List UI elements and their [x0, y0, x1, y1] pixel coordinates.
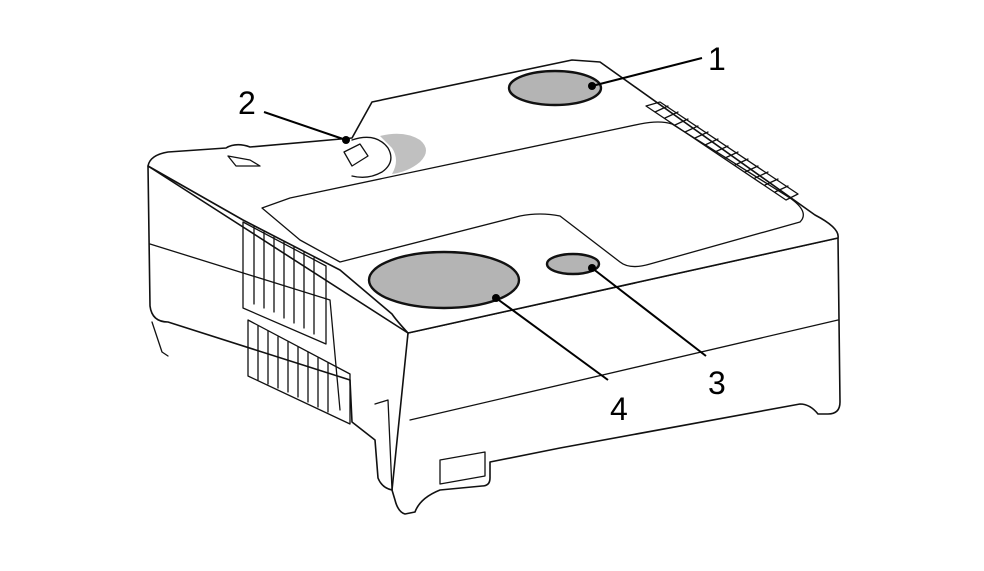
top-vent-strip: [645, 101, 799, 201]
marker-3-small: [545, 252, 601, 276]
leader-4: [495, 297, 609, 381]
callout-2: 2: [238, 85, 256, 121]
callout-4: 4: [610, 391, 628, 427]
vent-frame-upper: [242, 221, 327, 345]
leader-1: [591, 57, 703, 87]
leader-4-dot: [492, 294, 500, 302]
left-face: [147, 165, 409, 491]
seam-line: [409, 319, 839, 421]
front-right-face: [387, 237, 841, 515]
base-seam: [149, 243, 341, 411]
latch-tab: [343, 143, 369, 167]
top-panel: [261, 121, 804, 268]
latch-shadow: [380, 133, 426, 174]
marker-4-large-front: [367, 250, 521, 310]
leader-3: [591, 267, 707, 357]
top-surface: [147, 59, 839, 334]
leader-1-dot: [588, 82, 596, 90]
side-vent-grille: [242, 221, 351, 425]
rear-slot: [227, 155, 261, 167]
vent-slats-upper: [253, 225, 315, 335]
front-foot: [374, 399, 486, 491]
marker-1-top-rear: [507, 69, 603, 107]
vent-slats-lower: [257, 325, 329, 413]
rear-latch-area: [227, 133, 426, 178]
vent-frame-lower: [247, 319, 351, 425]
leader-2: [263, 111, 347, 141]
callout-1: 1: [708, 41, 726, 77]
leader-2-dot: [342, 136, 350, 144]
device-body: [147, 59, 841, 515]
callout-3: 3: [708, 365, 726, 401]
left-foot: [151, 321, 169, 357]
leader-3-dot: [588, 264, 596, 272]
